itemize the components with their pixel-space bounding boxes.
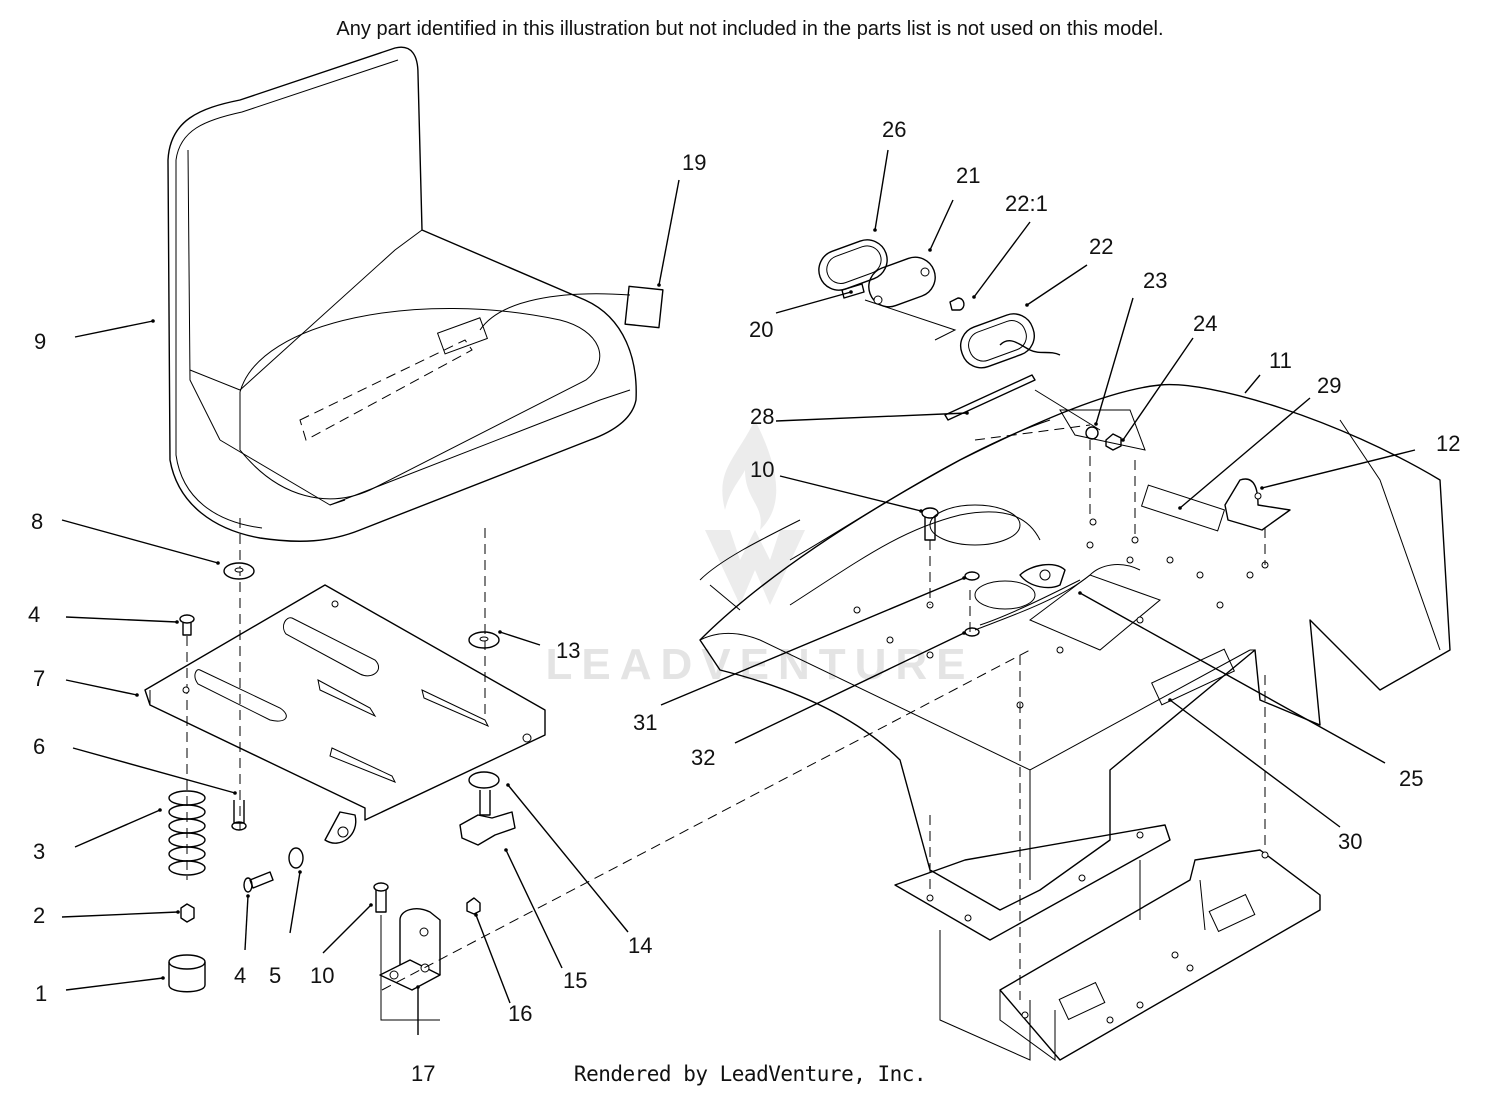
callout-26: 26 — [882, 117, 906, 142]
bolt-part-10-upper — [921, 507, 939, 541]
cable-part-25 — [974, 563, 1141, 631]
callout-22-1: 22:1 — [1005, 191, 1048, 216]
gasket-part-21 — [868, 256, 936, 308]
bolt-part-4-top — [179, 614, 195, 636]
callout-13: 13 — [556, 638, 580, 663]
lens-part-26 — [818, 239, 888, 291]
washer-part-8 — [223, 562, 255, 580]
strip-part-28 — [944, 374, 1036, 421]
render-credit-footer: Rendered by LeadVenture, Inc. — [573, 1062, 927, 1086]
leader-lines — [61, 149, 1416, 1035]
callout-7: 7 — [33, 666, 45, 691]
bolt-under-plate — [231, 800, 247, 831]
leadventure-watermark-text: LEADVENTURE — [545, 640, 975, 689]
callout-16: 16 — [508, 1001, 532, 1026]
callout-15: 15 — [563, 968, 587, 993]
callout-5: 5 — [269, 963, 281, 988]
callout-4b: 4 — [234, 963, 246, 988]
nut-part-16 — [466, 897, 481, 915]
leadventure-watermark-logo-icon — [705, 420, 805, 605]
callout-11: 11 — [1269, 348, 1292, 373]
washer-part-14 — [468, 771, 500, 789]
callout-28: 28 — [750, 404, 774, 429]
nut-part-23 — [1085, 426, 1099, 440]
nut-part-2 — [180, 903, 195, 923]
callout-23: 23 — [1143, 268, 1167, 293]
callout-22: 22 — [1089, 234, 1113, 259]
bumper-part-1 — [168, 954, 206, 993]
callout-32: 32 — [691, 745, 715, 770]
callout-30: 30 — [1338, 829, 1362, 854]
callout-31: 31 — [633, 710, 657, 735]
knob-part-15 — [459, 790, 516, 846]
washer-part-13 — [468, 631, 500, 649]
parts-notice: Any part identified in this illustration… — [336, 18, 1164, 40]
seat-part-9 — [167, 46, 664, 542]
callout-2: 2 — [33, 903, 45, 928]
nut-part-24 — [1105, 433, 1122, 451]
callout-8: 8 — [31, 509, 43, 534]
callout-17: 17 — [411, 1061, 435, 1086]
bracket-part-17 — [379, 908, 441, 991]
callout-12: 12 — [1436, 431, 1460, 456]
washer-part-31 — [964, 571, 980, 581]
callout-labels: 1 2 3 4 4 5 6 7 8 9 10 10 11 12 13 14 15… — [28, 117, 1460, 1086]
housing-part-22 — [959, 313, 1061, 369]
bolt-part-10-lower — [373, 882, 389, 913]
callout-29: 29 — [1317, 373, 1341, 398]
callout-3: 3 — [33, 839, 45, 864]
screw-part-20 — [841, 283, 865, 299]
bulb-part-22-1 — [949, 297, 965, 311]
spring-part-3 — [168, 790, 206, 876]
callout-4a: 4 — [28, 602, 40, 627]
callout-24: 24 — [1193, 311, 1217, 336]
callout-6: 6 — [33, 734, 45, 759]
lower-frame — [894, 824, 1321, 1061]
fender-part-11 — [699, 383, 1451, 911]
callout-10-lower: 10 — [310, 963, 334, 988]
callout-1: 1 — [35, 981, 47, 1006]
callout-21: 21 — [956, 163, 980, 188]
seat-plate-part-7 — [144, 584, 546, 844]
bolt-part-4-lower — [243, 871, 274, 893]
callout-20: 20 — [749, 317, 773, 342]
callout-19: 19 — [682, 150, 706, 175]
callout-14: 14 — [628, 933, 652, 958]
callout-25: 25 — [1399, 766, 1423, 791]
callout-9: 9 — [34, 329, 46, 354]
callout-10-upper: 10 — [750, 457, 774, 482]
washer-part-5 — [288, 847, 304, 869]
